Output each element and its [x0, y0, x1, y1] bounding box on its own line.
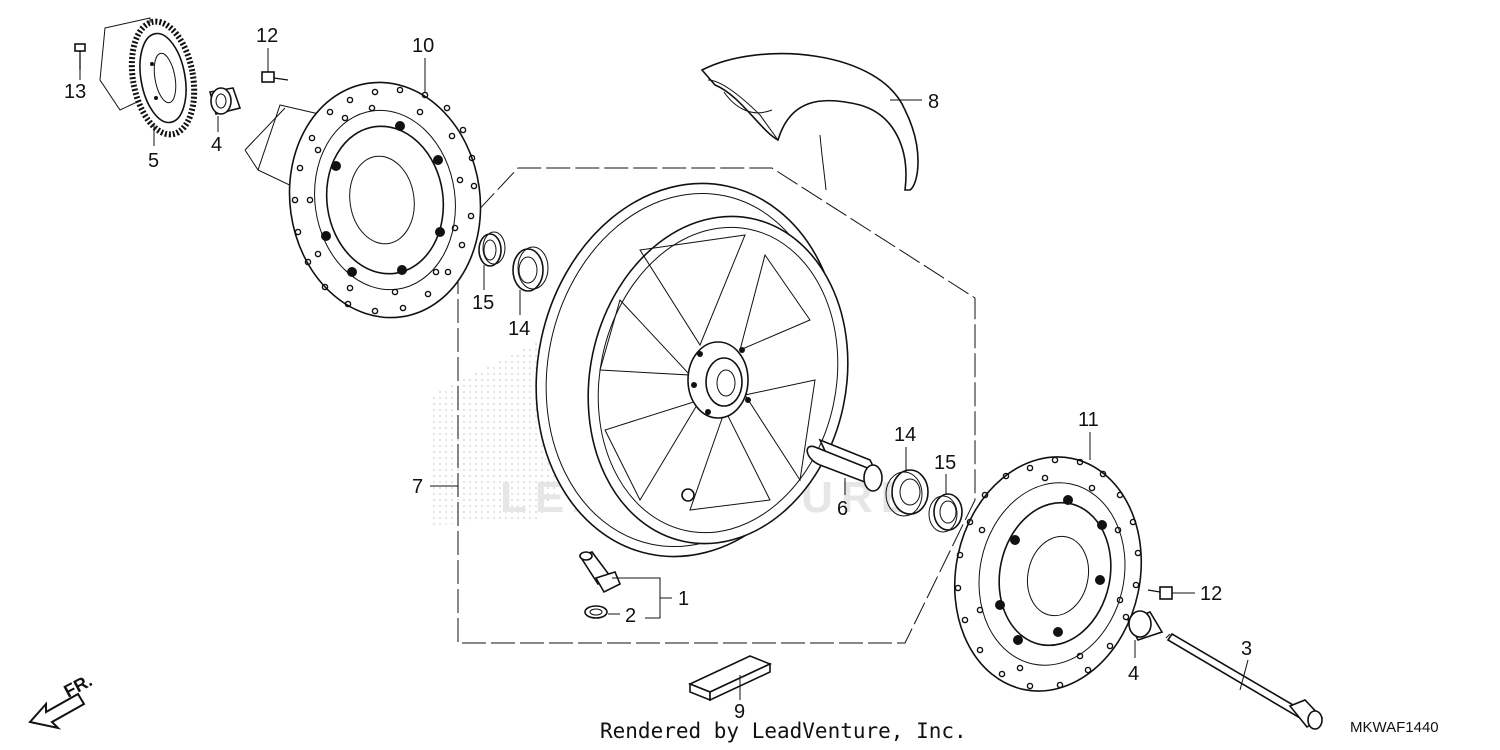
wheel	[535, 182, 849, 558]
callout-12-upper: 12	[256, 25, 278, 47]
bearing-14-right	[885, 469, 929, 517]
callout-14-right: 14	[894, 424, 916, 446]
drawing-code: MKWAF1440	[1350, 719, 1439, 736]
front-label: FR.	[60, 670, 95, 701]
wheel-assembly-outline	[457, 167, 976, 644]
front-direction-indicator: FR.	[28, 670, 95, 730]
callout-11: 11	[1078, 409, 1099, 431]
callout-7: 7	[412, 476, 423, 498]
brake-disc-right	[953, 456, 1143, 692]
brake-disc-left	[244, 81, 482, 319]
dust-seal-15-left	[478, 231, 506, 267]
callout-12-lower: 12	[1200, 583, 1222, 605]
callout-10: 10	[412, 35, 434, 57]
collar-4-lower	[1126, 610, 1164, 641]
callout-9: 9	[734, 701, 745, 723]
dust-seal-15-right	[928, 493, 963, 533]
callout-13: 13	[64, 81, 86, 103]
callout-14-left: 14	[508, 318, 530, 340]
callout-15-right: 15	[934, 452, 956, 474]
pulser-ring	[99, 17, 198, 138]
front-arrow-icon	[28, 692, 86, 730]
collar-4-upper	[208, 87, 242, 115]
callout-1: 1	[678, 588, 689, 610]
rendered-by-credit: Rendered by LeadVenture, Inc.	[600, 719, 967, 743]
callout-labels: 13 12 10 5 4 8 15 14 7 6 14 15 11 12 4 3…	[64, 25, 1252, 723]
bolt-12-upper	[261, 71, 289, 83]
callout-3: 3	[1241, 638, 1252, 660]
distance-collar	[806, 438, 883, 492]
callout-2: 2	[625, 605, 636, 627]
front-axle	[1165, 632, 1324, 730]
bearing-14-left	[512, 246, 549, 292]
balance-weight	[687, 655, 773, 702]
bolt-12-lower	[1147, 586, 1173, 600]
callout-15-left: 15	[472, 292, 494, 314]
callout-4-upper: 4	[211, 134, 222, 156]
bolt-13	[74, 43, 86, 70]
air-valve	[578, 551, 622, 619]
callout-5: 5	[148, 150, 159, 172]
callout-6: 6	[837, 498, 848, 520]
leader-lines	[79, 48, 1249, 700]
callout-4-lower: 4	[1128, 663, 1139, 685]
callout-8: 8	[928, 91, 939, 113]
tire	[700, 52, 919, 191]
